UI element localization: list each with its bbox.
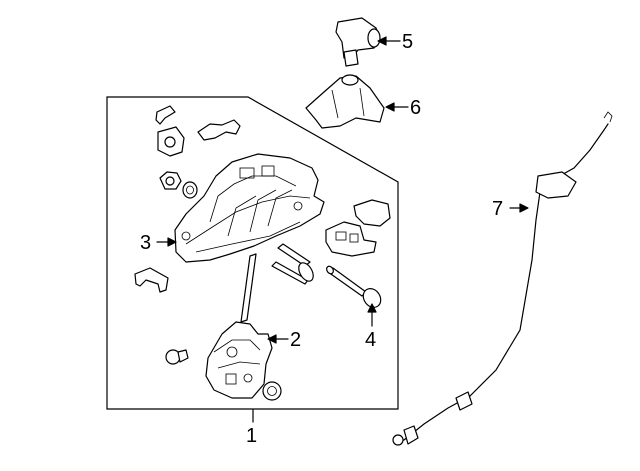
nut-part (159, 171, 182, 190)
wire-harness-part (197, 119, 241, 141)
retainer-clip-part (155, 105, 176, 125)
shifter-housing-part (174, 153, 325, 263)
shift-cable-part (392, 111, 613, 446)
shift-lever-base-part (205, 253, 273, 399)
grommet-part (165, 349, 189, 365)
callout-4: 4 (365, 329, 376, 351)
callout-7: 7 (492, 198, 503, 220)
bolt-part (326, 265, 382, 308)
shift-boot-part (305, 74, 385, 129)
callout-5: 5 (402, 31, 413, 53)
bushing-part (262, 381, 282, 401)
washer-part (182, 181, 198, 199)
lower-clip-part (134, 267, 169, 293)
callout-3: 3 (140, 232, 151, 254)
assembly-boundary (106, 96, 399, 410)
callout-6: 6 (410, 97, 421, 119)
callout-2: 2 (290, 329, 301, 351)
pivot-pin-part (271, 243, 314, 285)
connector-bracket-part (157, 126, 185, 157)
callout-1: 1 (246, 425, 257, 447)
leader-lines (156, 36, 529, 423)
shift-knob-part (335, 17, 381, 67)
sensor-bracket-part (325, 199, 391, 257)
